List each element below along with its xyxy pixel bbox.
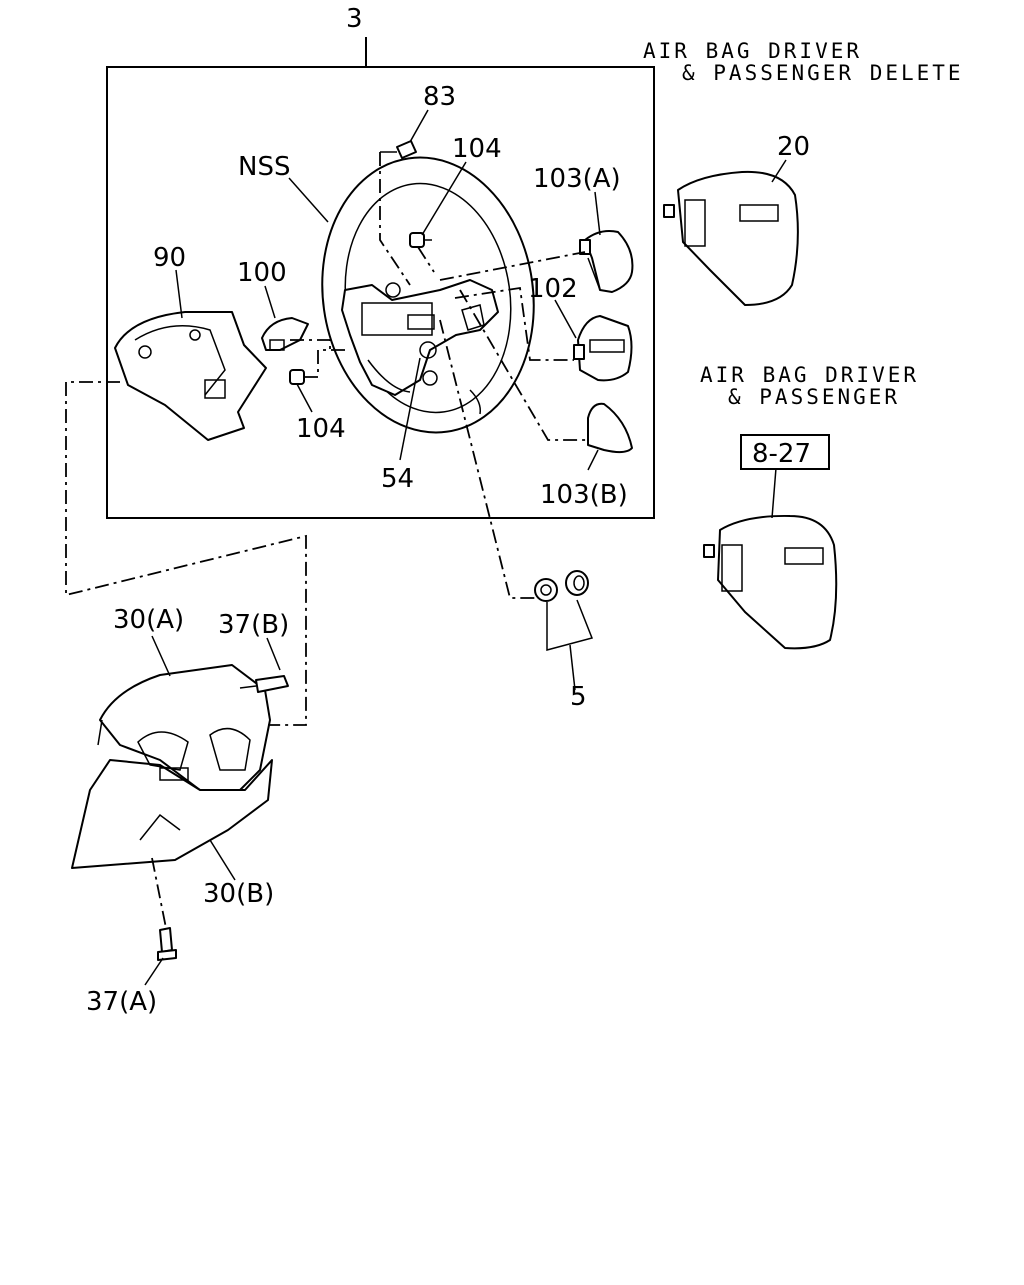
nut-54-leader [399, 357, 421, 461]
washer-nut-5-part [439, 319, 594, 651]
switch-102-part [573, 315, 633, 382]
screw-37b-part [239, 675, 289, 693]
note-delete-line2: & PASSENGER DELETE [682, 61, 964, 85]
bolt-104-top-part [409, 232, 435, 273]
screw-37a-part [151, 857, 177, 961]
steering-wheel-part [321, 156, 535, 434]
callout-30b: 30(B) [203, 879, 274, 909]
callout-102: 102 [528, 274, 578, 304]
column-cover-30-part [71, 664, 273, 869]
bolt-104-low-part [289, 349, 348, 385]
horn-pad-103b-part [587, 402, 633, 454]
airbag-module-20-part [663, 170, 799, 306]
callout-90: 90 [153, 243, 186, 273]
horn-pad-103a-part [579, 230, 634, 293]
callout-5: 5 [570, 682, 587, 712]
callout-30a: 30(A) [113, 605, 184, 635]
callout-37b: 37(B) [218, 610, 289, 640]
airbag-module-8-27-part [703, 514, 838, 650]
column-cover-90-part [114, 311, 267, 441]
note-delete-line1: AIR BAG DRIVER [643, 39, 862, 63]
note-airbag-line2: & PASSENGER [728, 385, 900, 409]
callout-nss: NSS [238, 152, 290, 182]
callout-37a: 37(A) [86, 987, 157, 1017]
callout-100: 100 [237, 258, 287, 288]
assembly-frame [106, 37, 655, 519]
callout-83: 83 [423, 82, 456, 112]
hub-dash-leaders [439, 251, 588, 441]
note-airbag-line1: AIR BAG DRIVER [700, 363, 919, 387]
clip-100-part [261, 317, 331, 351]
callout-54: 54 [381, 464, 414, 494]
reference-box [740, 434, 830, 470]
callout-103a: 103(A) [533, 164, 621, 194]
callout-103b: 103(B) [540, 480, 628, 510]
leader-lines [144, 109, 787, 986]
column-dash-connection [65, 381, 307, 726]
screw-83-part [379, 140, 417, 286]
callout-3: 3 [346, 4, 363, 34]
callout-20: 20 [777, 132, 810, 162]
callout-104-low: 104 [296, 414, 346, 444]
callout-104-top: 104 [452, 134, 502, 164]
reference-8-27: 8-27 [752, 439, 811, 469]
